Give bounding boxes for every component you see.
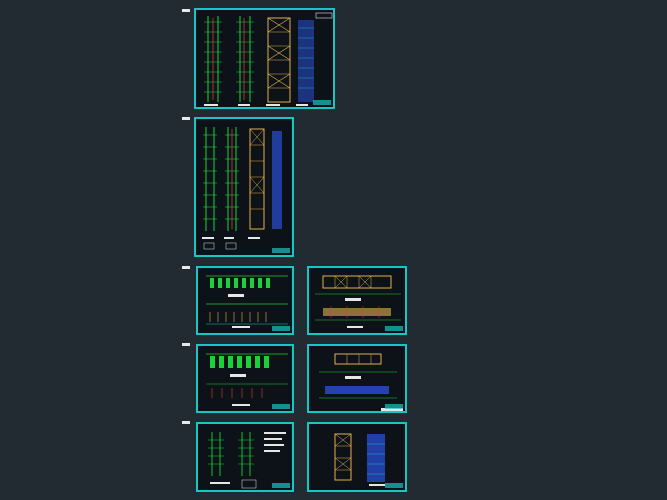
drawing-sheet-5[interactable] [196,344,294,413]
sheet-1-drawing [204,12,333,106]
sheet-7-drawing [208,432,286,489]
sheet-8-drawing [334,433,385,486]
drawing-sheet-6[interactable] [307,344,407,413]
drawing-sheet-8[interactable] [307,422,407,492]
sheet-6-drawing [319,353,403,411]
sheet-5-drawing [206,353,288,406]
sheet-marker [182,117,190,120]
sheet-3-drawing [206,275,288,328]
sheet-4-drawing [315,275,401,328]
drawing-sheet-4[interactable] [307,266,407,335]
sheet-2-drawing [202,127,282,250]
sheet-marker [182,421,190,424]
drawing-sheet-3[interactable] [196,266,294,335]
sheet-marker [182,9,190,12]
sheet-marker [182,343,190,346]
drawing-sheet-7[interactable] [196,422,294,492]
sheet-marker [182,266,190,269]
drawing-sheet-2[interactable] [194,117,294,257]
drawing-sheet-1[interactable] [194,8,335,109]
